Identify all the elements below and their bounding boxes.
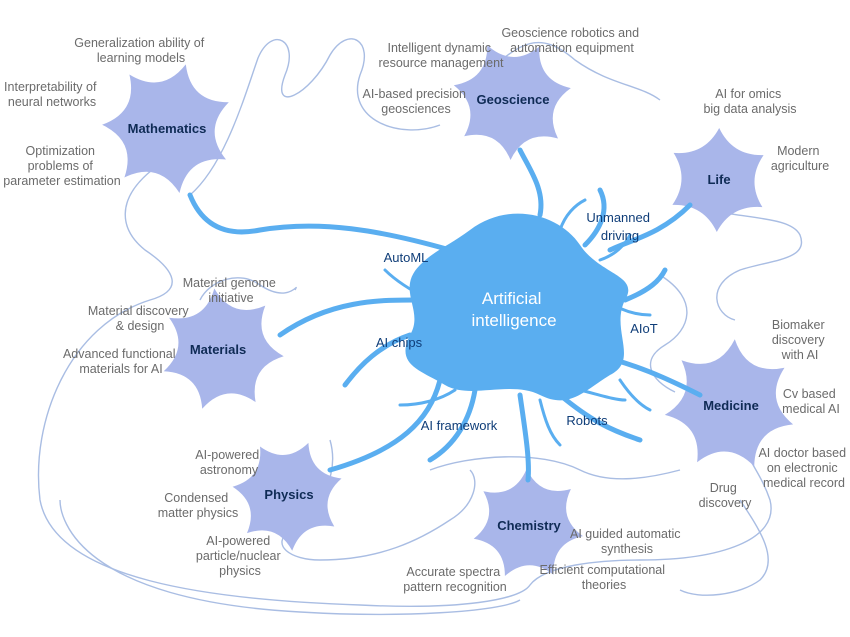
twig-h <box>603 298 652 317</box>
twig-a <box>558 198 587 232</box>
core-dendrite-geoscience <box>517 147 544 218</box>
branch-unmanned-line2: driving <box>601 228 639 243</box>
field-physics-name: Physics <box>264 487 313 502</box>
app-material-discovery: Material discovery & design <box>88 304 192 333</box>
core-dendrite-chemistry <box>517 392 531 483</box>
ai-core-neuron <box>187 147 703 483</box>
app-astronomy: AI-powered astronomy <box>195 448 262 477</box>
field-mathematics-name: Mathematics <box>128 121 207 136</box>
branch-robots: Robots <box>566 413 608 428</box>
app-geo-robotics: Geoscience robotics and automation equip… <box>501 26 642 55</box>
field-neuron-chemistry <box>473 469 583 576</box>
branch-ai-framework: AI framework <box>421 418 498 433</box>
field-life-name: Life <box>707 172 730 187</box>
core-dendrite-mathematics <box>187 192 453 253</box>
core-title-line1: Artificial <box>482 289 542 308</box>
field-neurons <box>102 45 794 576</box>
app-precision-geosciences: AI-based precision geosciences <box>362 87 469 116</box>
field-chemistry-name: Chemistry <box>497 518 561 533</box>
app-generalization: Generalization ability of learning model… <box>74 36 207 65</box>
app-agriculture: Modern agriculture <box>771 144 829 173</box>
app-ai-doctor: AI doctor based on electronic medical re… <box>758 446 849 490</box>
app-functional-materials: Advanced functional materials for AI <box>63 347 179 376</box>
field-medicine-name: Medicine <box>703 398 759 413</box>
app-biomaker: Biomaker discovery with AI <box>772 318 828 362</box>
core-dendrite-framework <box>427 387 478 463</box>
field-neuron-geoscience <box>453 45 571 160</box>
app-spectra-recognition: Accurate spectra pattern recognition <box>403 565 507 594</box>
app-material-genome: Material genome initiative <box>183 276 280 305</box>
app-cv-medical: Cv based medical AI <box>782 387 840 416</box>
core-dendrite-unmanned <box>582 187 607 248</box>
twig-e <box>398 388 457 407</box>
app-condensed-matter: Condensed matter physics <box>158 491 239 520</box>
branch-aiot: AIoT <box>630 321 658 336</box>
field-neuron-materials <box>163 288 284 409</box>
field-neuron-physics <box>232 442 342 551</box>
ai-core-body <box>405 213 629 401</box>
branch-unmanned-driving: Unmanned driving <box>586 210 653 243</box>
labels: Artificial intelligence AutoML AI chips … <box>3 26 849 594</box>
twig-c <box>618 378 652 412</box>
app-optimization: Optimization problems of parameter estim… <box>3 144 120 188</box>
twig-g <box>578 388 627 402</box>
core-dendrite-materials <box>277 297 418 338</box>
core-title-line2: intelligence <box>471 311 556 330</box>
materials-loop <box>199 277 297 301</box>
app-computational-theories: Efficient computational theories <box>539 563 668 592</box>
twig-d <box>383 268 432 302</box>
aiot-loop <box>649 274 688 393</box>
field-neuron-life <box>672 128 764 232</box>
medicine-loop <box>679 499 769 596</box>
core-dendrite-aiot <box>622 267 668 303</box>
upper-loop <box>189 38 441 196</box>
branch-automl: AutoML <box>384 250 429 265</box>
app-automatic-synthesis: AI guided automatic synthesis <box>570 527 684 556</box>
core-dendrite-robots <box>557 392 643 443</box>
branch-ai-chips: AI chips <box>376 335 423 350</box>
twig-f <box>538 398 562 447</box>
field-neuron-medicine <box>664 339 794 467</box>
field-neuron-mathematics <box>102 64 229 194</box>
app-omics: AI for omics big data analysis <box>703 87 796 116</box>
app-drug-discovery: Drug discovery <box>699 481 753 510</box>
geo-loop <box>479 41 661 101</box>
branch-unmanned-line1: Unmanned <box>586 210 650 225</box>
core-dendrite-physics <box>327 377 443 473</box>
core-dendrite-medicine <box>612 357 703 398</box>
chem-loop <box>429 456 681 480</box>
core-dendrite-chips <box>342 332 413 388</box>
bottom-loop <box>59 499 521 616</box>
twig-b <box>598 233 632 262</box>
app-particle-physics: AI-powered particle/nuclear physics <box>196 534 284 578</box>
field-materials-name: Materials <box>190 342 246 357</box>
app-interpretability: Interpretability of neural networks <box>4 80 100 109</box>
outer-loop <box>37 169 772 607</box>
core-dendrite-life <box>607 202 693 253</box>
core-title: Artificial intelligence <box>471 289 556 330</box>
life-loop <box>689 204 803 321</box>
field-geoscience-name: Geoscience <box>477 92 550 107</box>
app-resource-management: Intelligent dynamic resource management <box>378 41 504 70</box>
